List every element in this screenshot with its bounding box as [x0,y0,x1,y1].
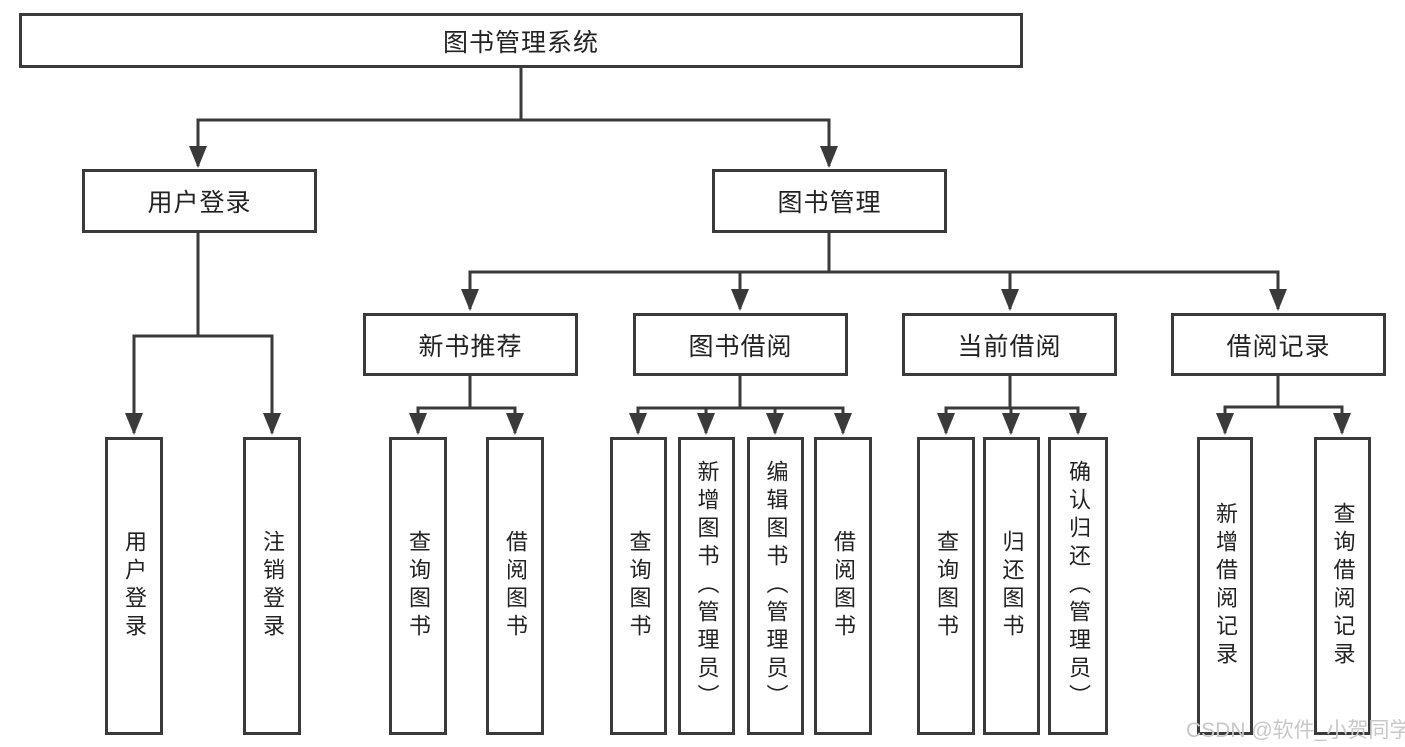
node-book-borrowing: 图书借阅 [633,313,848,376]
leaf-label: 借阅图书 [503,530,528,642]
leaf-label: 查询图书 [626,530,652,642]
leaf-label: 查询借阅记录 [1330,502,1356,670]
leaf-add-book-admin: 新增图书（管理员） [678,437,735,735]
node-borrowing-records: 借阅记录 [1171,313,1386,376]
node-library-management-system: 图书管理系统 [19,13,1023,68]
leaf-label: 新增借阅记录 [1213,502,1238,670]
leaf-search-books-current: 查询图书 [917,437,975,735]
leaf-search-borrow-record: 查询借阅记录 [1314,437,1371,735]
leaf-add-borrow-record: 新增借阅记录 [1197,437,1253,735]
leaf-edit-book-admin: 编辑图书（管理员） [747,437,804,735]
node-new-book-recommendation: 新书推荐 [363,313,578,376]
leaf-label: 编辑图书（管理员） [763,460,789,712]
leaf-return-books: 归还图书 [983,437,1040,735]
leaf-label: 归还图书 [999,530,1025,642]
leaf-label: 查询图书 [406,530,431,642]
leaf-label: 借阅图书 [831,530,856,642]
leaf-label: 用户登录 [122,530,147,642]
node-book-management: 图书管理 [712,169,947,233]
connector-arrows [125,120,1351,435]
leaf-search-books-borrowing: 查询图书 [610,437,667,735]
leaf-borrow-books-borrowing: 借阅图书 [814,437,872,735]
node-current-borrowing: 当前借阅 [902,313,1117,376]
leaf-logout: 注销登录 [243,437,301,735]
leaf-borrow-books-recommend: 借阅图书 [486,437,544,735]
connector-segments [132,67,1344,410]
leaf-confirm-return-admin: 确认归还（管理员） [1048,437,1108,735]
leaf-label: 查询图书 [934,530,959,642]
node-user-login: 用户登录 [82,169,317,233]
leaf-label: 新增图书（管理员） [694,460,720,712]
leaf-label: 注销登录 [260,530,285,642]
leaf-user-login: 用户登录 [105,437,163,735]
csdn-watermark: CSDN @软件_小贺同学 [1186,719,1405,742]
leaf-search-books-recommend: 查询图书 [389,437,447,735]
leaf-label: 确认归还（管理员） [1066,460,1091,712]
